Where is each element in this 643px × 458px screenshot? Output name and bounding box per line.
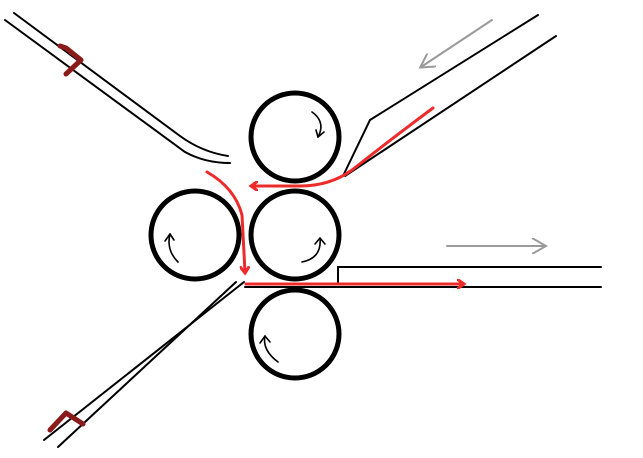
clamp-icon [57,43,84,77]
rotation-arrow-icon [168,233,179,263]
clamp-top-left [57,43,84,77]
clamp-bottom-left [47,410,86,433]
clamp-icon [47,410,86,433]
roller-top [248,90,342,184]
roller-center [248,188,342,282]
input-flow-arrow [421,19,493,67]
lower-left-guide [43,281,245,448]
paper-path [205,106,463,284]
rotation-arrow-icon [311,111,322,138]
rotation-arrow-icon [263,335,279,363]
roller-left [148,188,242,282]
flow-arrow-icon [421,19,493,67]
rotation-arrow-icon [301,237,321,263]
roller-bottom [248,287,342,381]
upper-left-guide [4,12,231,164]
input-chute [342,14,557,177]
output-tray [244,266,602,288]
